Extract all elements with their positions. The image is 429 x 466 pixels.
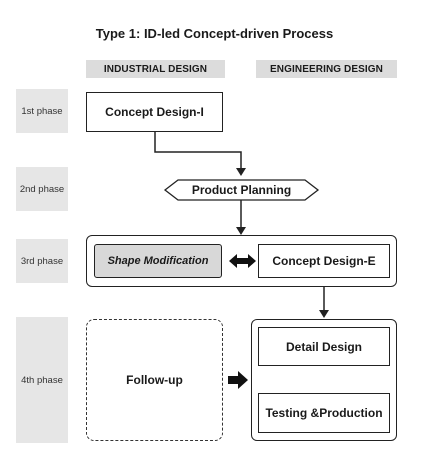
phase-label-3: 3rd phase xyxy=(16,239,68,283)
phase-label-1: 1st phase xyxy=(16,89,68,133)
diagram-title: Type 1: ID-led Concept-driven Process xyxy=(95,26,334,41)
arrowhead-down-icon xyxy=(236,168,246,176)
column-header-engineering-design: ENGINEERING DESIGN xyxy=(256,60,397,78)
arrowhead-down-icon xyxy=(319,310,329,318)
testing-production-node: Testing &Production xyxy=(258,393,390,433)
phase-label-4: 4th phase xyxy=(16,317,68,443)
detail-design-node: Detail Design xyxy=(258,327,390,366)
column-header-industrial-design: INDUSTRIAL DESIGN xyxy=(86,60,225,78)
concept-design-i-node: Concept Design-I xyxy=(86,92,223,132)
follow-up-node: Follow-up xyxy=(86,319,223,441)
phase-label-2: 2nd phase xyxy=(16,167,68,211)
right-arrow-icon xyxy=(228,371,248,389)
product-planning-hexagon xyxy=(163,179,320,201)
double-arrow-icon xyxy=(229,254,256,268)
arrowhead-down-icon xyxy=(236,227,246,235)
connector-phase1-to-phase2 xyxy=(154,132,242,170)
concept-design-e-node: Concept Design-E xyxy=(258,244,390,278)
shape-modification-node: Shape Modification xyxy=(94,244,222,278)
product-planning-label: Product Planning xyxy=(191,183,292,197)
